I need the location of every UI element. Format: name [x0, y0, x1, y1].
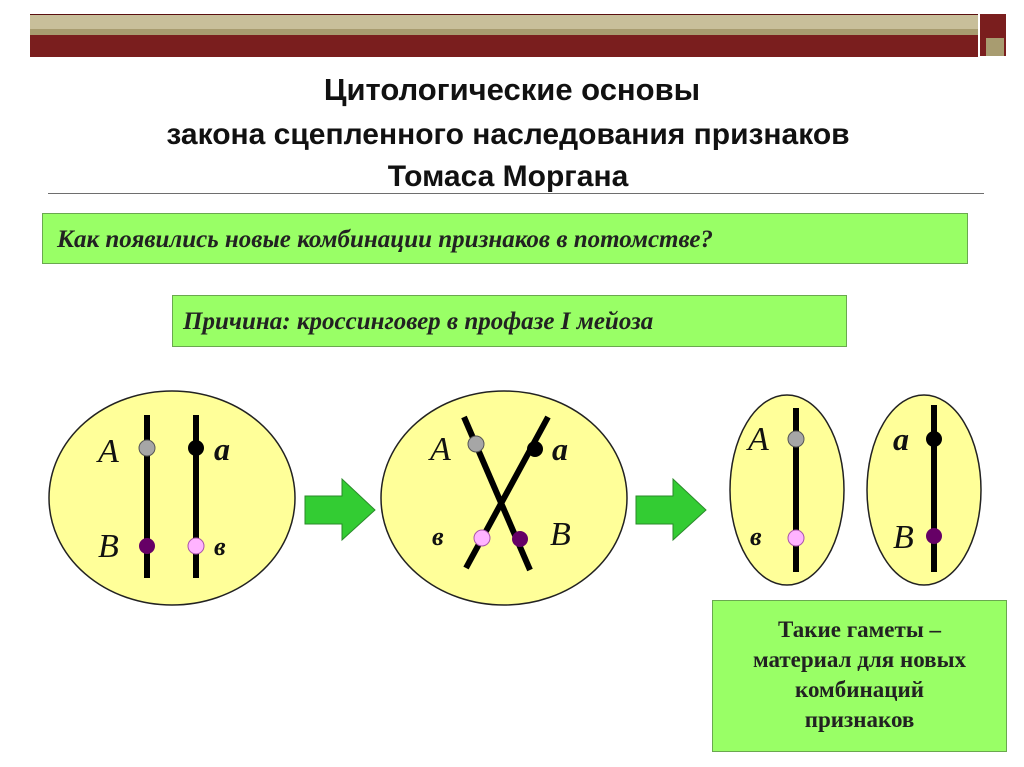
arrow-right-icon [635, 477, 707, 542]
allele-black-dot [188, 440, 204, 456]
title-divider [48, 193, 984, 194]
cell-1-label-bottom-left: В [98, 528, 119, 565]
gamete-1-body [729, 394, 845, 586]
gamete-2: а В [866, 394, 982, 586]
allele-black-dot [926, 431, 942, 447]
conclusion-box: Такие гаметы – материал для новых комбин… [712, 600, 1007, 752]
allele-pink-dot [187, 537, 205, 555]
cell-1-body [48, 390, 296, 606]
reason-box: Причина: кроссинговер в профазе I мейоза [172, 295, 847, 347]
conclusion-line-1: Такие гаметы – [777, 617, 942, 642]
gamete-1-label-bottom: в [750, 522, 762, 551]
conclusion-line-4: признаков [804, 707, 915, 732]
arrow-right-icon [304, 477, 376, 542]
gamete-1-label-top: А [746, 421, 769, 458]
conclusion-line-3: комбинаций [795, 677, 924, 702]
allele-gray-dot [787, 430, 805, 448]
header-bar [30, 14, 978, 57]
header-stripe [30, 15, 978, 29]
allele-black-dot [527, 441, 543, 457]
allele-pink-dot [787, 529, 805, 547]
gamete-1: А в [729, 394, 845, 586]
title-line-2: закона сцепленного наследования признако… [166, 118, 850, 151]
header-line [30, 29, 978, 35]
cell-2-label-top-right: а [552, 431, 568, 467]
allele-purple-dot [926, 528, 942, 544]
allele-pink-dot [473, 529, 491, 547]
title-line-1: Цитологические основы [323, 72, 701, 107]
title-line-3: Томаса Моргана [387, 160, 629, 193]
cell-1-label-bottom-right: в [214, 532, 226, 561]
cell-1-label-top-left: А [96, 433, 119, 470]
allele-purple-dot [512, 531, 528, 547]
cell-1: А а В в [48, 390, 296, 606]
allele-gray-dot [138, 439, 156, 457]
cell-2-label-top-left: А [428, 431, 451, 468]
conclusion-line-2: материал для новых [752, 647, 967, 672]
cell-1-label-top-right: а [214, 431, 230, 467]
gamete-2-label-bottom: В [893, 519, 914, 556]
cell-2-label-bottom-left: в [432, 522, 444, 551]
question-box: Как появились новые комбинации признаков… [42, 213, 968, 264]
gamete-2-label-top: а [893, 421, 909, 457]
allele-gray-dot [467, 435, 485, 453]
gamete-2-body [866, 394, 982, 586]
cell-2-label-bottom-right: В [550, 516, 571, 553]
cell-2: А а в В [380, 390, 628, 606]
allele-purple-dot [139, 538, 155, 554]
corner-square [986, 38, 1004, 56]
